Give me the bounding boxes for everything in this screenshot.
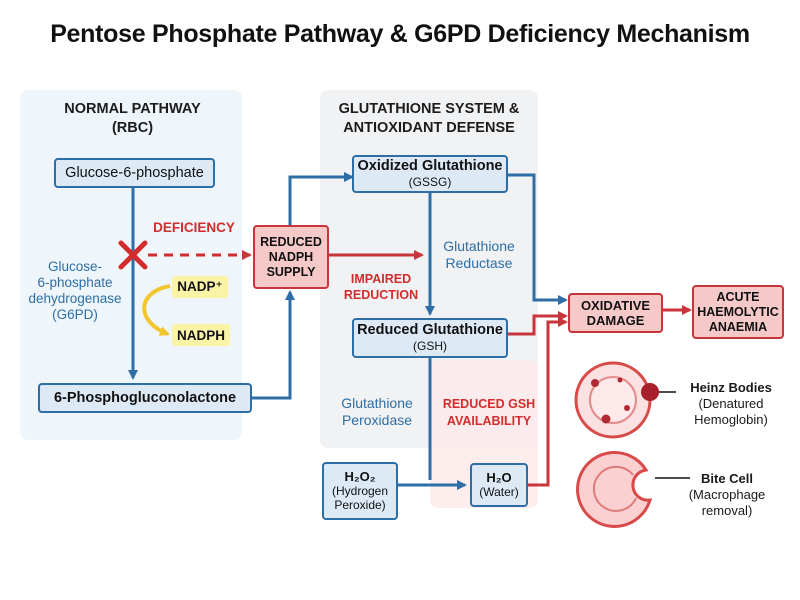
gsh-name: Reduced Glutathione [357, 322, 503, 338]
hydrogen-peroxide-node: H₂O₂ (Hydrogen Peroxide) [322, 462, 398, 520]
heinz-bodies-desc: (Denatured Hemoglobin) [694, 396, 768, 427]
glucose-6-phosphate-node: Glucose-6-phosphate [54, 158, 215, 188]
impaired-reduction-label: IMPAIRED REDUCTION [343, 272, 419, 302]
h2o-to-oxidative-arrow [528, 317, 568, 487]
normal-pathway-title: NORMAL PATHWAY (RBC) [64, 101, 201, 136]
deficiency-cross-icon [118, 240, 148, 270]
bite-cell-title: Bite Cell [700, 471, 753, 486]
gssg-name: Oxidized Glutathione [357, 158, 503, 174]
glutathione-reductase-label: Glutathione Reductase [443, 238, 515, 271]
h2o2-name: (Hydrogen Peroxide) [331, 484, 389, 512]
normal-pathway-panel [20, 90, 242, 440]
glutathione-peroxidase-label: Glutathione Peroxidase [341, 395, 413, 428]
oxidative-damage-node: OXIDATIVE DAMAGE [568, 293, 663, 333]
g6pd-enzyme-label: Glucose- 6-phosphate dehydrogenase (G6PD… [28, 259, 122, 322]
oxidized-glutathione-node: Oxidized Glutathione (GSSG) [352, 155, 508, 193]
heinz-bodies-title: Heinz Bodies [690, 380, 772, 395]
bite-cell-icon [576, 451, 690, 528]
bite-cell-label: Bite Cell (Macrophage removal) [672, 471, 782, 519]
reduced-nadph-supply-node: REDUCED NADPH SUPPLY [253, 225, 329, 289]
gsh-abbr: (GSH) [413, 339, 447, 353]
bite-cell-desc: (Macrophage removal) [688, 487, 766, 518]
nadph-node: NADPH [172, 324, 230, 346]
deficiency-label: DEFICIENCY [153, 220, 235, 235]
6-phosphogluconolactone-node: 6-Phosphogluconolactone [38, 383, 252, 413]
water-node: H₂O (Water) [470, 463, 528, 507]
h2o2-formula: H₂O₂ [344, 469, 376, 484]
h2o-formula: H₂O [486, 470, 512, 485]
nadp-node: NADP⁺ [172, 276, 228, 298]
gsh-to-oxidative-arrow [508, 311, 568, 336]
diagram-title: Pentose Phosphate Pathway & G6PD Deficie… [50, 20, 750, 48]
acute-haemolytic-anaemia-node: ACUTE HAEMOLYTIC ANAEMIA [692, 285, 784, 339]
nadph-to-gssg-arrow [288, 172, 354, 225]
gssg-abbr: (GSSG) [408, 175, 452, 189]
h2o-name: (Water) [479, 485, 519, 499]
reduced-gsh-availability-label: REDUCED GSH AVAILABILITY [442, 397, 536, 428]
heinz-body-cell-icon [574, 361, 676, 439]
heinz-bodies-label: Heinz Bodies (Denatured Hemoglobin) [676, 380, 786, 428]
nadp-to-nadph-arrow [142, 284, 171, 336]
pgl-to-nadph-arrow [252, 290, 295, 400]
glutathione-system-title: GLUTATHIONE SYSTEM & ANTIOXIDANT DEFENSE [338, 101, 520, 136]
reduced-glutathione-node: Reduced Glutathione (GSH) [352, 318, 508, 358]
gssg-to-oxidative-arrow [508, 173, 568, 305]
